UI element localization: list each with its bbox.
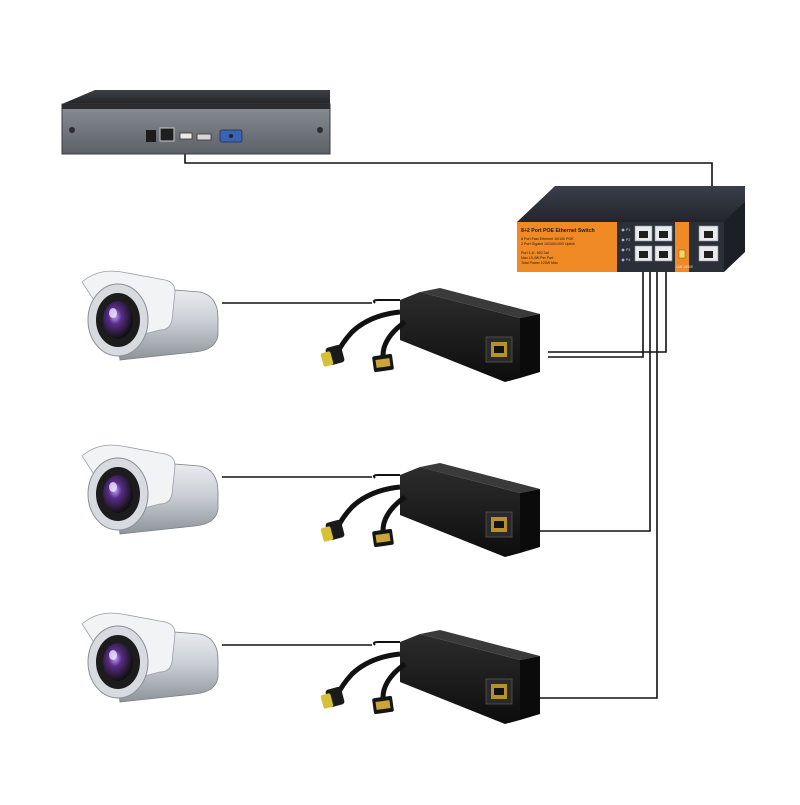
switch-to-splitter-3-cable	[530, 268, 658, 699]
bullet-camera-icon	[81, 612, 219, 703]
switch-to-splitter-1-cable-a	[548, 268, 644, 358]
switch-led-label-3: P3	[626, 248, 630, 252]
switch-led-panel: P1 P2 P3 P4	[621, 228, 630, 262]
switch-led-label-1: P1	[626, 228, 630, 232]
switch-info-line-2: 2 Port Gigabit 10/100/1000 Uplink	[521, 242, 575, 246]
switch-led-label-2: P2	[626, 238, 630, 242]
switch-to-splitter-2-cable	[530, 268, 651, 532]
poe-splitter-icon	[320, 288, 540, 382]
poe-splitter-icon	[320, 463, 540, 557]
bullet-camera-icon	[81, 270, 219, 361]
nvr-recorder-icon	[61, 90, 331, 155]
poe-splitter-icon	[320, 630, 540, 724]
switch-info-line-3: Port 1-8 : 802.3af	[521, 251, 549, 255]
switch-led-label-4: P4	[626, 258, 630, 262]
poe-switch-icon: 8+2 Port POE Ethernet Switch 8 Port Fast…	[517, 186, 745, 272]
bullet-camera-icon	[81, 444, 219, 535]
switch-title-label: 8+2 Port POE Ethernet Switch	[521, 228, 595, 234]
switch-info-line-1: 8 Port Fast Ethernet 10/100 POE	[521, 237, 574, 241]
wires	[184, 146, 713, 699]
switch-to-splitter-1-cable-b	[548, 268, 667, 353]
switch-info-line-5: Total Power 120W Max	[521, 261, 558, 265]
switch-uplink-label: LAN 10/100	[676, 265, 693, 269]
switch-info-line-4: Max 15.4W Per Port	[521, 256, 553, 260]
